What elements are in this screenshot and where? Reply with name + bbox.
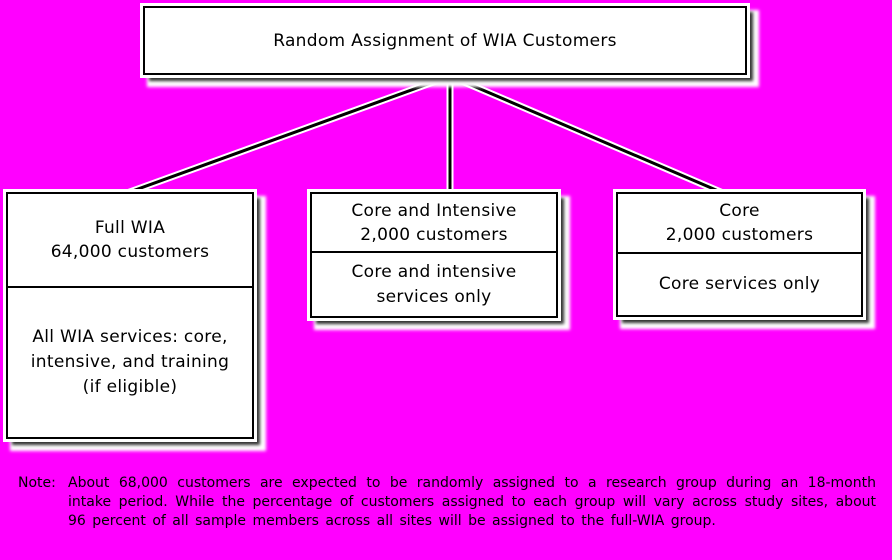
node-full-wia: Full WIA 64,000 customers All WIA servic…	[6, 192, 254, 439]
connector-line-left	[126, 74, 451, 195]
node-core-header: Core 2,000 customers	[618, 194, 861, 254]
node-core-body: Core services only	[658, 274, 821, 294]
root-node-label: Random Assignment of WIA Customers	[273, 30, 617, 51]
root-node: Random Assignment of WIA Customers	[143, 6, 747, 75]
footnote-label: Note:	[18, 475, 56, 491]
node-full-wia-header: Full WIA 64,000 customers	[8, 194, 252, 288]
node-full-wia-body: All WIA services: core, intensive, and t…	[30, 327, 230, 397]
node-core: Core 2,000 customers Core services only	[616, 192, 863, 317]
node-core-and-intensive-header: Core and Intensive 2,000 customers	[312, 194, 556, 253]
node-core-and-intensive: Core and Intensive 2,000 customers Core …	[310, 192, 558, 318]
footnote-text: About 68,000 customers are expected to b…	[68, 475, 876, 529]
connector-line-right	[449, 74, 724, 195]
node-core-and-intensive-body: Core and intensive services only	[351, 261, 517, 307]
footnote: Note: About 68,000 customers are expecte…	[18, 474, 876, 531]
